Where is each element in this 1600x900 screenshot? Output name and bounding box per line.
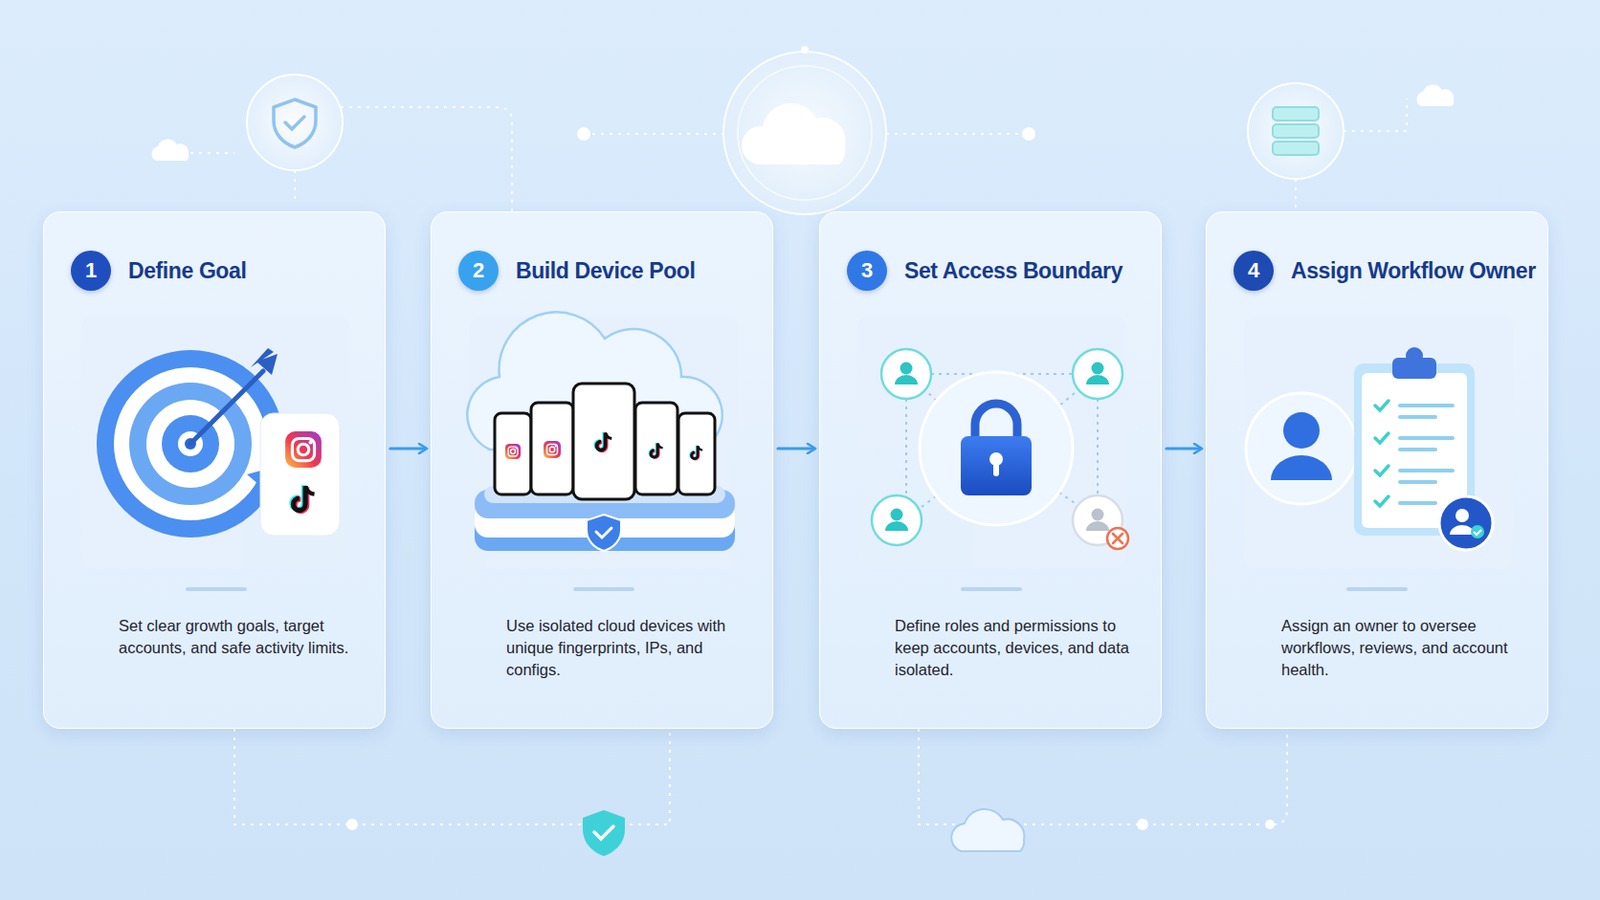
step-title: Assign Workflow Owner (1290, 257, 1536, 285)
step-title: Build Device Pool (515, 257, 695, 285)
step-description: Set clear growth goals, target accounts,… (118, 615, 370, 660)
step-card: Define GoalSet clear growth goals, targe… (43, 211, 386, 730)
step-number: 2 (472, 258, 485, 284)
flow-arrow (1166, 446, 1201, 450)
flow-arrow (390, 446, 426, 450)
step-title: Define Goal (128, 257, 246, 285)
step-card: Assign Workflow OwnerAssign an owner to … (1205, 211, 1549, 730)
step-number-badge: 1 (70, 250, 112, 291)
step-description: Define roles and permissions to keep acc… (894, 615, 1146, 682)
step-number-badge: 3 (846, 250, 888, 291)
step-card: Build Device PoolUse isolated cloud devi… (430, 211, 774, 730)
step-number: 3 (861, 258, 873, 284)
step-number-badge: 4 (1233, 250, 1274, 291)
step-description: Assign an owner to oversee workflows, re… (1281, 615, 1533, 682)
step-number: 1 (85, 258, 97, 284)
step-description: Use isolated cloud devices with unique f… (506, 615, 757, 682)
step-card: Set Access BoundaryDefine roles and perm… (819, 211, 1162, 730)
flow-arrow (777, 446, 815, 450)
step-number: 4 (1247, 258, 1260, 284)
step-number-badge: 2 (458, 250, 499, 291)
step-title: Set Access Boundary (904, 257, 1123, 285)
